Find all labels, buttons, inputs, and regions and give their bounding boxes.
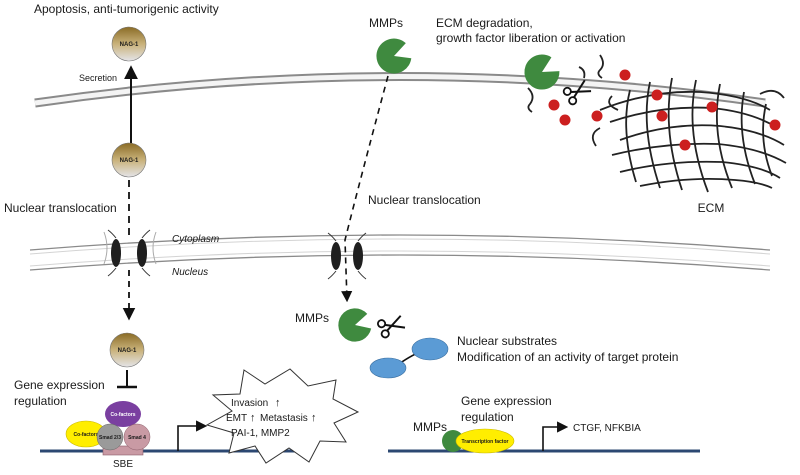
invasion-label: Invasion [231, 398, 268, 409]
gene-expression-right-line2: regulation [461, 410, 514, 424]
mmp-ecm [518, 49, 565, 96]
outcome-starburst [205, 368, 360, 464]
cofactor-top [105, 401, 141, 427]
svg-text:NAG-1: NAG-1 [118, 348, 137, 354]
smad-2-3 [96, 423, 124, 451]
gene-expression-right-line1: Gene expression [461, 394, 552, 408]
nuclear-substrate-protein [369, 337, 449, 379]
ecm-degradation-line1: ECM degradation, [436, 16, 533, 30]
nucleus-label: Nucleus [172, 267, 208, 278]
nuclear-substrates-line2: Modification of an activity of target pr… [457, 350, 678, 364]
gene-expression-left-line2: regulation [14, 394, 67, 408]
nuclear-translocation-right-label: Nuclear translocation [368, 193, 481, 207]
emt-up-arrow: ↑ [250, 412, 256, 424]
svg-text:Smad 4: Smad 4 [128, 435, 146, 441]
ecm-mesh [591, 77, 787, 193]
nuclear-substrates-line1: Nuclear substrates [457, 334, 557, 348]
ecm-label: ECM [698, 201, 725, 215]
nuclear-pore-right [327, 232, 367, 280]
svg-text:NAG-1: NAG-1 [120, 158, 139, 164]
ecm-bound-factors [548, 69, 781, 151]
metastasis-up-arrow: ↑ [311, 412, 317, 424]
ecm-degradation-line2: growth factor liberation or activation [436, 31, 625, 45]
transcription-arrow-left [177, 420, 208, 451]
nuclear-envelope-inner [29, 254, 771, 271]
metastasis-label: Metastasis [260, 413, 308, 424]
mmp-translocation-dash [341, 75, 389, 303]
nuclear-translocation-left-label: Nuclear translocation [4, 201, 117, 215]
nuclear-envelope-outer [29, 234, 771, 251]
invasion-up-arrow: ↑ [275, 397, 281, 409]
transcription-factor: Transcription factor [455, 428, 515, 454]
mmps-gene-label: MMPs [413, 420, 447, 434]
svg-text:NAG-1: NAG-1 [120, 42, 139, 48]
mmps-top-label: MMPs [369, 16, 403, 30]
mmp-dna-bound [442, 430, 464, 452]
svg-text:Co-factors: Co-factors [73, 432, 98, 438]
nuclear-pore-left [103, 229, 157, 277]
sbe-box [102, 445, 144, 456]
mmp-top [371, 34, 415, 79]
smad-4 [123, 423, 151, 451]
nag1-secreted: NAG-1 [111, 26, 147, 62]
apoptosis-label: Apoptosis, anti-tumorigenic activity [34, 2, 219, 16]
emt-label: EMT [226, 413, 247, 424]
transcription-arrow-right [542, 421, 569, 451]
svg-text:Transcription factor: Transcription factor [462, 439, 509, 445]
svg-text:Smad 2/3: Smad 2/3 [99, 435, 121, 441]
mmps-nuclear-label: MMPs [295, 311, 329, 325]
scissors-nuclear-icon [375, 312, 407, 340]
nag1-nuclear: NAG-1 [109, 332, 145, 368]
mmp-nuclear [334, 305, 374, 346]
pai-mmp-label: PAI-1, MMP2 [231, 428, 290, 439]
nag1-cytoplasmic: NAG-1 [111, 142, 147, 178]
gene-expression-left-line1: Gene expression [14, 378, 105, 392]
sbe-label: SBE [113, 459, 133, 470]
smad-complex: Co-factors Co-factors Smad 2/3 Smad 4 [65, 401, 151, 451]
cytoplasm-label: Cytoplasm [172, 234, 219, 245]
inhibition-bar [117, 370, 137, 389]
svg-text:Co-factors: Co-factors [110, 412, 135, 418]
secretion-label: Secretion [79, 73, 117, 83]
ctgf-label: CTGF, NFKBIA [573, 423, 641, 434]
ecm-fragments [527, 54, 604, 113]
